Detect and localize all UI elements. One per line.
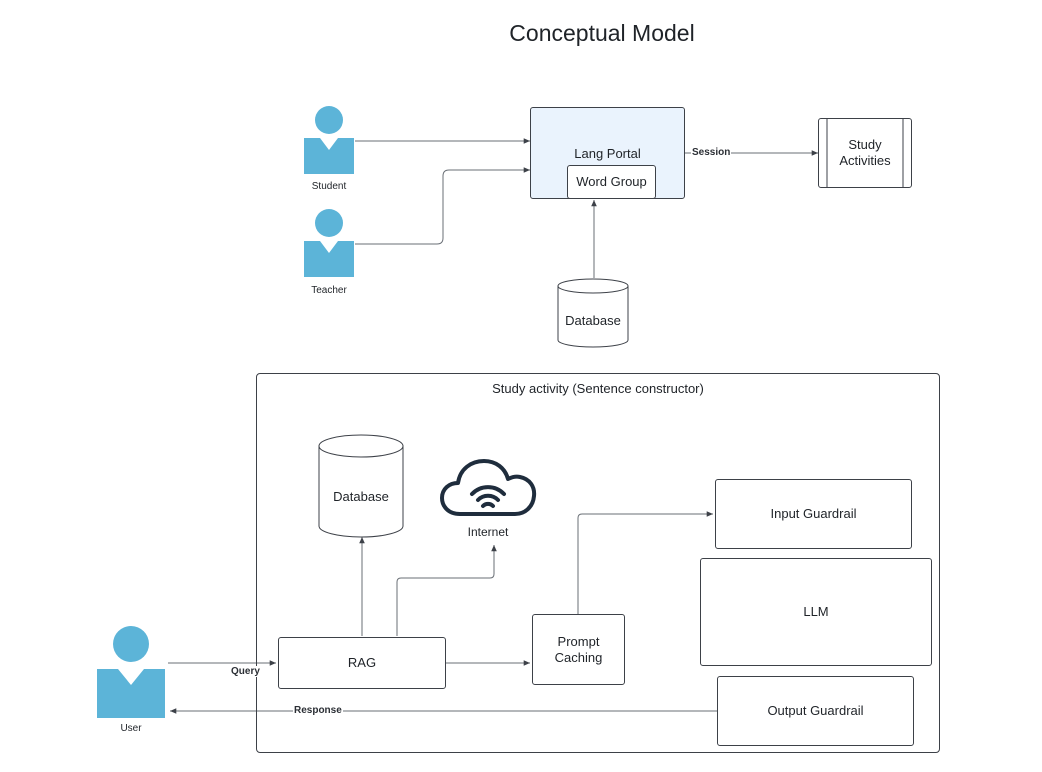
database-icon	[318, 434, 404, 538]
rag-label: RAG	[347, 655, 377, 670]
study-activities-node[interactable]: Study Activities	[818, 118, 912, 188]
output-guardrail-label: Output Guardrail	[767, 703, 864, 718]
edge-teacher-portal	[355, 167, 530, 245]
query-edge-label: Query	[230, 666, 261, 677]
database-top-label: Database	[565, 313, 621, 328]
person-icon	[304, 209, 354, 277]
internet-label: Internet	[467, 525, 509, 539]
input-guardrail-label: Input Guardrail	[770, 506, 857, 521]
teacher-actor	[300, 207, 358, 279]
word-group-label: Word Group	[576, 174, 647, 189]
database-top-node[interactable]: Database	[557, 278, 629, 348]
person-icon	[304, 106, 354, 174]
user-label: User	[120, 723, 142, 734]
word-group-node[interactable]: Word Group	[567, 165, 656, 199]
prompt-caching-node[interactable]: Prompt Caching	[532, 614, 625, 685]
session-edge-label: Session	[691, 147, 732, 158]
cloud-wifi-icon	[440, 459, 537, 516]
database-bottom-label: Database	[333, 489, 389, 504]
frame-title: Study activity (Sentence constructor)	[492, 381, 704, 396]
teacher-label: Teacher	[311, 285, 347, 296]
study-activities-label: Study Activities	[839, 137, 891, 168]
database-icon	[557, 278, 629, 348]
response-edge-label: Response	[293, 705, 343, 716]
database-bottom-node[interactable]: Database	[318, 434, 404, 538]
user-actor	[94, 625, 168, 719]
diagram-title: Conceptual Model	[509, 20, 695, 46]
lang-portal-label: Lang Portal	[574, 146, 641, 161]
input-guardrail-node[interactable]: Input Guardrail	[715, 479, 912, 549]
student-label: Student	[311, 181, 347, 192]
llm-node[interactable]: LLM	[700, 558, 932, 666]
process-side-bars	[826, 118, 904, 188]
llm-label: LLM	[803, 604, 829, 619]
prompt-caching-label: Prompt Caching	[554, 633, 603, 665]
edge-caching-input	[577, 511, 713, 614]
person-icon	[97, 626, 165, 718]
internet-node[interactable]: Internet	[438, 456, 538, 546]
edge-rag-internet	[396, 545, 497, 636]
student-actor	[300, 104, 358, 176]
study-activity-frame	[256, 373, 940, 753]
output-guardrail-node[interactable]: Output Guardrail	[717, 676, 914, 746]
rag-node[interactable]: RAG	[278, 637, 446, 689]
